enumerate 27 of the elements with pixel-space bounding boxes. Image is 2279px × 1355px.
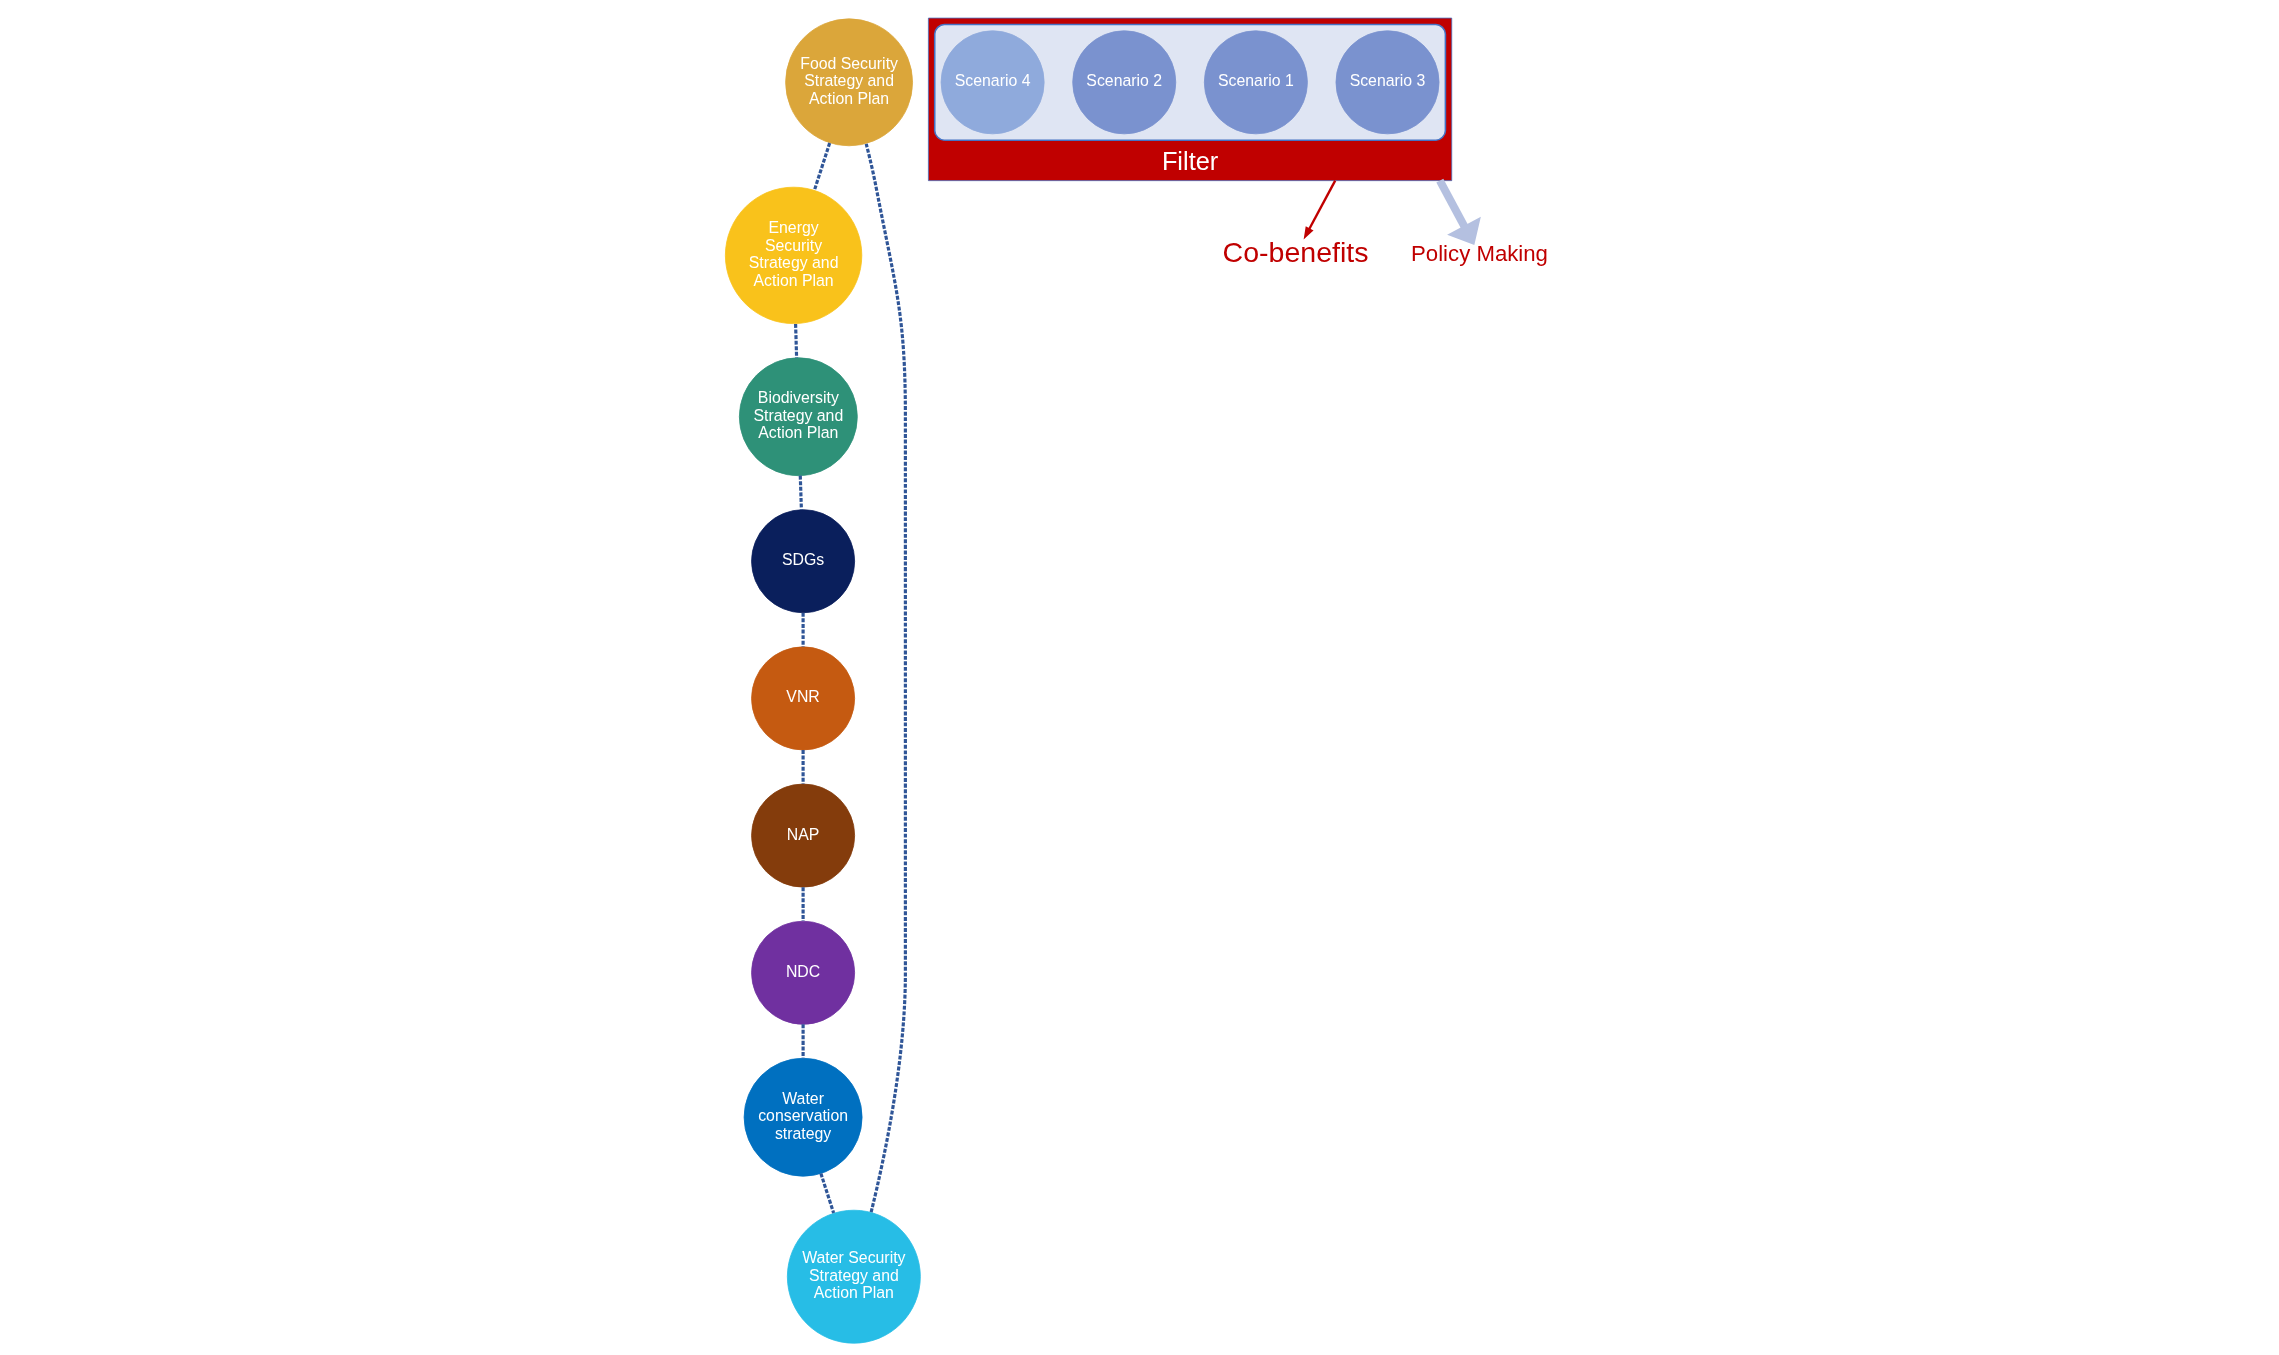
connector bbox=[798, 475, 803, 510]
node-circle: VNR bbox=[750, 646, 855, 751]
node-circle: Scenario 4 bbox=[940, 30, 1045, 135]
node-circle: SDGs bbox=[750, 509, 855, 614]
node-circle: NDC bbox=[750, 920, 855, 1025]
node-circle: NAP bbox=[750, 783, 855, 888]
connector bbox=[801, 1024, 805, 1059]
arrow bbox=[1435, 178, 1481, 245]
connector bbox=[864, 143, 907, 1213]
node-circle: Scenario 1 bbox=[1203, 30, 1308, 135]
connector bbox=[793, 323, 798, 358]
cluster bbox=[933, 23, 1446, 141]
arrow bbox=[1303, 180, 1336, 240]
connector bbox=[801, 887, 805, 921]
node-text: Policy Making bbox=[1410, 240, 1548, 266]
node-circle: Biodiversity Strategy and Action Plan bbox=[738, 357, 858, 477]
connector bbox=[812, 142, 831, 191]
node-circle: Scenario 2 bbox=[1071, 30, 1176, 135]
node-circle: Water Security Strategy and Action Plan bbox=[786, 1209, 921, 1344]
node-circle: Scenario 3 bbox=[1335, 30, 1439, 135]
connector bbox=[801, 612, 805, 647]
connector bbox=[818, 1172, 835, 1214]
node-text: Co-benefits bbox=[1222, 236, 1368, 269]
node-circle: Water conservation strategy bbox=[743, 1057, 862, 1177]
connector bbox=[801, 750, 805, 784]
node-circle: Energy Security Strategy and Action Plan bbox=[724, 186, 862, 324]
node-circle: Food Security Strategy and Action Plan bbox=[784, 18, 913, 147]
